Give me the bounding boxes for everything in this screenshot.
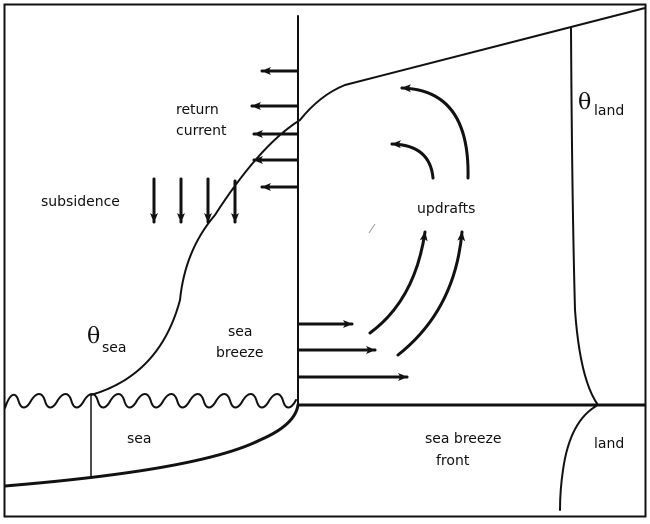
- sea-label: sea: [127, 431, 152, 447]
- updraft-arrow: [396, 230, 466, 357]
- subsidence-label: subsidence: [41, 194, 120, 210]
- curving-updraft-arrow: [390, 140, 435, 180]
- sea-breeze-arrows: [297, 320, 409, 381]
- theta-sea-subscript: sea: [102, 340, 127, 356]
- sea-breeze-front-label: sea breeze: [425, 431, 501, 447]
- diagram-frame: [3, 3, 647, 518]
- sea-breeze-label: breeze: [216, 345, 264, 361]
- subsidence-arrows: [150, 177, 239, 224]
- theta-sea-symbol: θ: [87, 324, 100, 349]
- curving-updraft-arrow: [400, 84, 470, 180]
- theta-land-profile-curve: [570, 27, 599, 406]
- sea-breeze-front-label: front: [436, 453, 470, 469]
- updraft-arrows: [368, 84, 470, 357]
- updraft-arrow: [368, 230, 428, 335]
- return-current-label: return: [176, 102, 219, 118]
- return-current-label: current: [176, 123, 227, 139]
- return-current-arrows: [250, 67, 299, 191]
- stray-mark: [368, 223, 376, 234]
- theta-sea-profile-curve: [90, 7, 646, 396]
- sea-surface-waves: [4, 393, 297, 409]
- sea-floor-curve: [3, 403, 300, 488]
- land-label: land: [594, 436, 624, 452]
- updrafts-label: updrafts: [417, 201, 475, 217]
- theta-land-symbol: θ: [578, 90, 591, 115]
- sea-breeze-label: sea: [228, 324, 253, 340]
- land-theta-curve: [559, 404, 599, 511]
- theta-land-subscript: land: [594, 103, 624, 119]
